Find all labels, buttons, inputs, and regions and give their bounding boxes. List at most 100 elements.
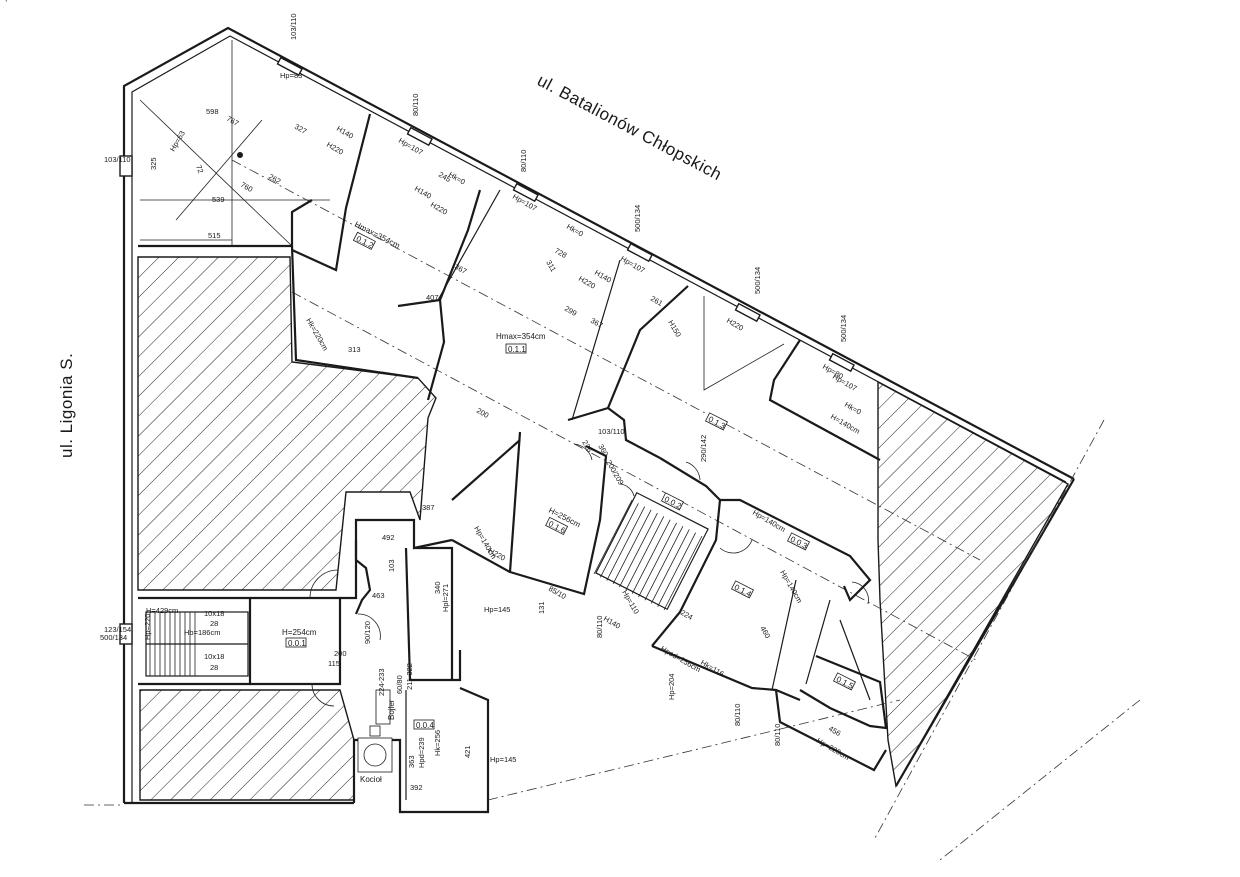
stair-h-label: H=429cm <box>146 606 178 615</box>
stair-tread <box>612 509 652 585</box>
room-001-height: H=254cm <box>282 628 317 637</box>
wall-room-003 <box>720 498 872 602</box>
room-001-id: 0.0.1 <box>288 639 306 648</box>
stair-treads-left <box>149 612 196 676</box>
dimension-label: Hpd=239 <box>417 737 426 768</box>
dimension-label: H220 <box>325 140 345 157</box>
property-line-right-2 <box>939 699 1141 861</box>
dimension-label: Hp=107 <box>831 372 858 393</box>
dimension-label: Hp=83 <box>280 71 302 80</box>
wall-room-014 <box>651 457 722 647</box>
dimension-label: Hp=110 <box>620 589 641 616</box>
dimension-label: 90/120 <box>363 621 372 644</box>
wall-room-011-right <box>567 285 689 422</box>
dimension-label: 80/110 <box>411 94 420 116</box>
stair-treads <box>593 499 703 611</box>
room-labels: Hmax=354cm 0.1.1 Hmax=354cm 0.1.2 0.1.3 … <box>282 220 856 730</box>
stair-bottom-label: 10x18 <box>204 652 224 661</box>
dimension-label: 72 <box>194 164 205 175</box>
dimension-label: 313 <box>348 345 361 354</box>
stair-tread <box>619 512 658 588</box>
door-arc-5 <box>685 461 701 481</box>
window <box>276 56 303 77</box>
wall-room-014-b <box>651 644 801 702</box>
hatched-area-left-lower <box>139 689 355 801</box>
dimension-label: 80/110 <box>733 704 742 726</box>
dimension-label: 767 <box>225 114 240 128</box>
dimension-label: 327 <box>293 122 308 136</box>
axis-line-1 <box>231 159 981 561</box>
door-arc-2 <box>311 683 335 707</box>
furnace <box>357 737 393 773</box>
dimension-label: 500/134 <box>633 205 642 232</box>
dimension-label: Hp=145 <box>490 755 516 764</box>
street-label-left: ul. Ligonia S. <box>57 353 76 458</box>
wall-room-004-b <box>414 546 454 680</box>
stair-tread <box>663 535 703 611</box>
stair-tread <box>625 516 665 591</box>
dimension-label: H140 <box>602 614 622 631</box>
room-013: 0.1.3 <box>705 412 728 431</box>
dimension-label: 200/209 <box>604 459 625 487</box>
stair-tread <box>631 519 671 594</box>
stair-tread <box>600 503 639 578</box>
wall-room-012-right <box>291 113 372 272</box>
dimension-label: 387 <box>422 503 435 512</box>
stair-top-label: 10x18 <box>204 609 224 618</box>
dimension-label: 460 <box>758 625 772 640</box>
wall-room-002-b <box>354 540 372 615</box>
wall-stairwell <box>138 596 252 686</box>
dimension-label: 60/80 <box>395 675 404 694</box>
dimension-label: H150 <box>666 319 683 339</box>
dimension-label: 115 <box>328 659 340 668</box>
window <box>119 623 133 645</box>
room-004: 0.0.4 <box>413 719 435 730</box>
dimension-label: 103 <box>387 559 396 572</box>
dimension-label: 261 <box>649 294 664 308</box>
dimension-label: Hpl=271 <box>441 584 450 612</box>
room-012: Hmax=354cm 0.1.2 <box>352 220 402 250</box>
survey-point <box>237 152 243 158</box>
window <box>734 302 761 323</box>
dimension-label: H140 <box>335 124 355 141</box>
street-label-top: ul. Batalionów Chłopskich <box>534 71 725 185</box>
stair-hb-label: Hb=186cm <box>184 628 220 637</box>
boiler-label: Bojler <box>387 699 396 720</box>
dimension-label: 103/110 <box>289 13 298 40</box>
dimension-label: 456 <box>827 724 842 738</box>
dimension-label: 103/110 <box>104 155 131 164</box>
door-arc-3 <box>357 613 381 641</box>
dimension-label: 463 <box>372 591 385 600</box>
door-arc-8 <box>619 483 635 497</box>
triangle-013 <box>703 296 785 391</box>
diag-corner-4 <box>175 119 263 221</box>
room-002: 0.0.2 <box>661 492 684 511</box>
furnace-label: Kocioł <box>360 775 382 784</box>
dimension-label: 131 <box>537 601 546 614</box>
room-014: 0.1.4 <box>731 580 754 599</box>
furnace-circle <box>363 743 387 767</box>
dimension-label: 325 <box>149 157 158 170</box>
dimension-label: Hk=0 <box>565 222 585 239</box>
door-arc-4 <box>573 443 593 461</box>
dimension-label: Hk=256 <box>433 730 442 756</box>
room-016: H=256cm 0.1.6 <box>545 506 582 536</box>
dimension-label: H220 <box>577 274 597 291</box>
wall-room-013 <box>607 407 661 459</box>
dimension-label: 226 <box>580 439 594 454</box>
wall-room-015-line <box>839 619 871 701</box>
dimension-label: Hk=0 <box>843 400 863 417</box>
room-004-id: 0.0.4 <box>416 721 434 730</box>
axis-line-2 <box>291 291 977 661</box>
dimension-label: Hk=220cm <box>304 317 330 353</box>
dimension-label: 123/154 <box>104 625 131 634</box>
dimension-label: 492 <box>382 533 395 542</box>
dimension-label: 85/10 <box>547 584 568 601</box>
wall-vert-014b <box>771 579 797 691</box>
stair-tread <box>657 532 696 607</box>
door-arc-7 <box>851 581 869 605</box>
dimension-label: 200 <box>475 406 490 420</box>
boiler <box>375 689 391 725</box>
wall-room-012 <box>290 245 419 380</box>
